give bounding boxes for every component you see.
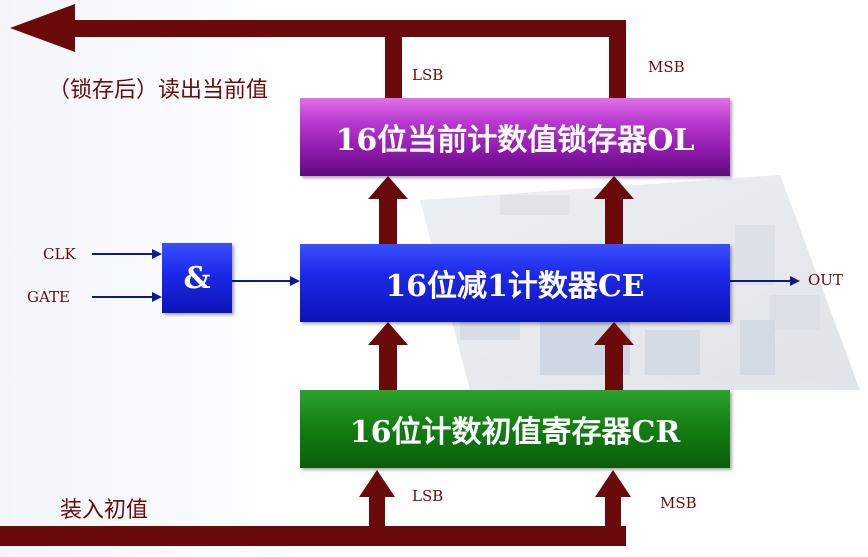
cr-to-ce-arrows <box>368 322 634 390</box>
load-initial-label: 装入初值 <box>60 498 149 523</box>
counter-ce-block: 16位减1计数器CE <box>300 244 730 322</box>
register-cr-block: 16位计数初值寄存器CR <box>300 390 730 468</box>
latch-ol-block: 16位当前计数值锁存器OL <box>300 98 730 176</box>
lsb-bottom-label: LSB <box>412 487 444 505</box>
msb-top-label: MSB <box>648 58 685 76</box>
msb-bottom-label: MSB <box>660 494 697 512</box>
gate-signal-arrow <box>92 292 162 302</box>
input-bus <box>0 470 631 546</box>
clk-label: CLK <box>43 245 76 263</box>
read-current-label: （锁存后）读出当前值 <box>48 78 269 103</box>
gate-to-ce-arrow <box>232 276 300 286</box>
out-label: OUT <box>808 271 843 289</box>
ce-to-ol-arrows <box>368 176 634 244</box>
lsb-top-label: LSB <box>412 66 444 84</box>
and-gate-block: & <box>162 243 232 313</box>
output-bus <box>10 4 626 98</box>
out-signal-arrow <box>730 276 800 286</box>
gate-label: GATE <box>27 288 70 306</box>
clk-signal-arrow <box>92 249 162 259</box>
